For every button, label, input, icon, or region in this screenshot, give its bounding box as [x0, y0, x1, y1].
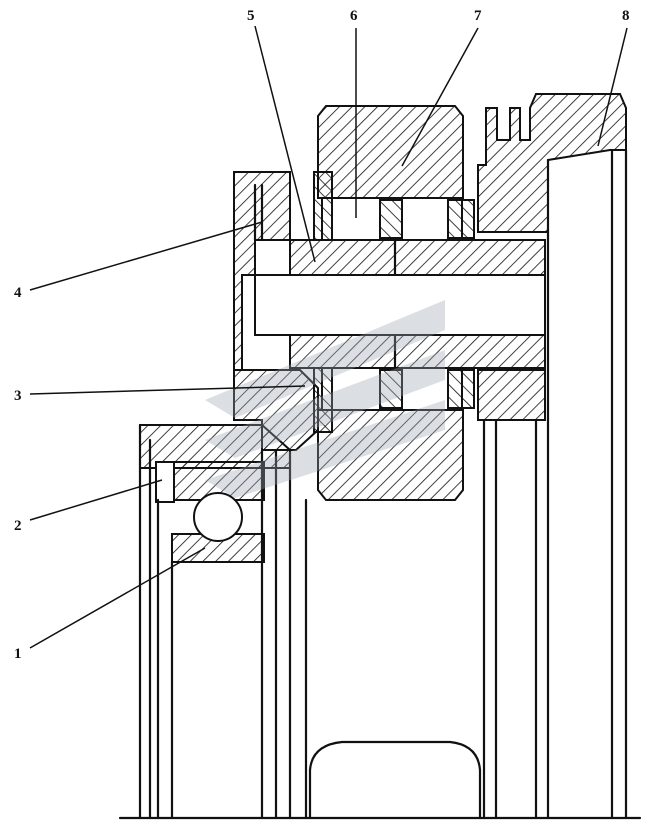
part-1-ball-bearing [171, 492, 265, 563]
leader-5 [254, 25, 316, 263]
leader-lines [29, 25, 628, 649]
leader-4 [29, 221, 263, 291]
callout-3: 3 [14, 388, 22, 404]
callout-6: 6 [350, 8, 358, 24]
frame-lines [118, 423, 642, 820]
callout-5: 5 [247, 8, 255, 24]
leader-7 [401, 27, 479, 167]
callout-4: 4 [14, 285, 22, 301]
leader-2 [29, 479, 163, 521]
callout-1: 1 [14, 646, 22, 662]
callout-7: 7 [474, 8, 482, 24]
part-2-outer-race [155, 461, 265, 503]
part-5-sleeve [254, 238, 546, 370]
part-7-gear [317, 105, 464, 501]
callout-8: 8 [622, 8, 630, 24]
leader-3 [29, 385, 306, 395]
end-plate [233, 171, 319, 451]
part-8-housing [477, 93, 628, 820]
watermark-logo [205, 300, 445, 498]
leader-1 [29, 547, 206, 649]
callout-labels: 1 2 3 4 5 6 7 8 [14, 8, 630, 662]
leader-8 [597, 27, 628, 147]
callout-2: 2 [14, 518, 22, 534]
